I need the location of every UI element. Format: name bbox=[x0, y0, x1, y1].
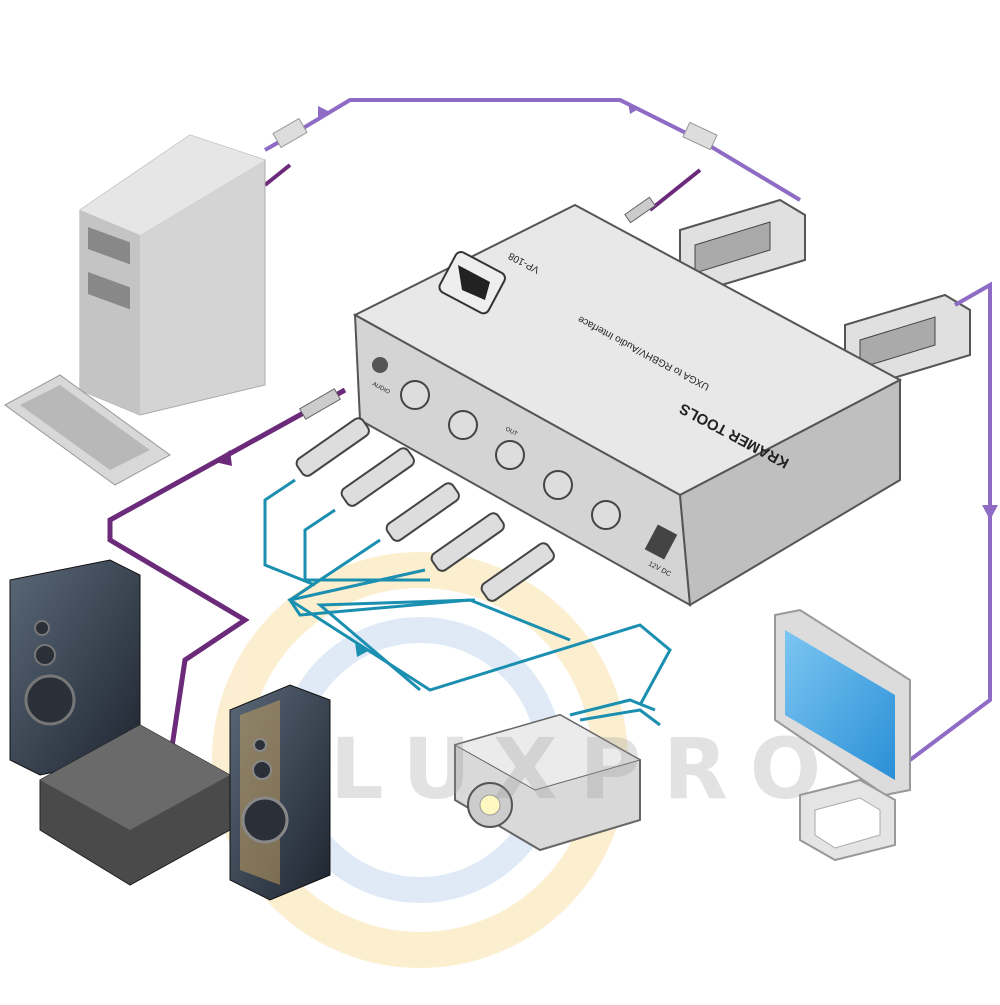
projector bbox=[453, 713, 642, 852]
audio-port bbox=[372, 357, 388, 373]
arrow-icon bbox=[628, 102, 640, 114]
speaker-left bbox=[9, 559, 141, 776]
arrow-icon bbox=[355, 642, 370, 657]
ferrite-core bbox=[682, 121, 718, 151]
bnc-ports bbox=[400, 380, 621, 530]
arrow-icon bbox=[982, 505, 998, 520]
speaker-right bbox=[229, 684, 331, 901]
ferrite-core bbox=[272, 117, 308, 149]
power-port bbox=[644, 524, 678, 560]
vga-connector-input bbox=[679, 198, 806, 292]
out-label: OUT bbox=[504, 426, 518, 437]
audio-jack bbox=[624, 196, 656, 224]
amplifier bbox=[39, 724, 231, 886]
watermark-text: LUXPRO bbox=[330, 720, 844, 818]
monitor-screen bbox=[785, 630, 895, 780]
vga-cable-output bbox=[908, 281, 998, 762]
arrow-icon bbox=[215, 450, 232, 466]
vga-connector-output bbox=[844, 293, 971, 387]
monitor bbox=[774, 608, 911, 862]
keyboard bbox=[4, 374, 171, 486]
rgbhv-cable bbox=[263, 478, 672, 727]
vga-cable-input bbox=[263, 98, 802, 224]
vp-108-device: VP-108 UXGA to RGBHV/Audio Interface KRA… bbox=[352, 203, 903, 607]
audio-cable bbox=[107, 387, 347, 761]
audio-plug bbox=[298, 388, 342, 420]
computer-tower bbox=[79, 134, 266, 416]
arrow-icon bbox=[318, 106, 330, 118]
bnc-plugs bbox=[295, 417, 555, 602]
